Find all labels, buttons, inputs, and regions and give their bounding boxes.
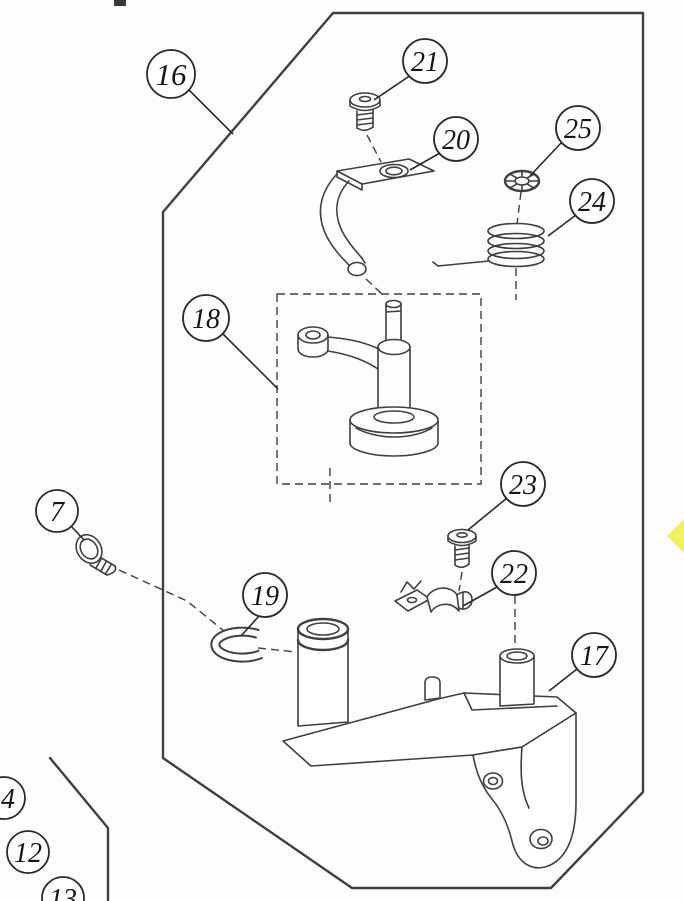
callout-12: 12: [6, 830, 50, 874]
callout-number: 16: [156, 57, 188, 92]
adjacent-group-outline: [48, 756, 110, 901]
callout-circle: [41, 876, 85, 901]
yellow-arrow-marker: [667, 519, 684, 553]
callout-number: 17: [580, 641, 609, 672]
callout-circle: [6, 830, 50, 874]
callout-number: 24: [578, 187, 606, 218]
print-artifact: [114, 0, 126, 6]
part-23-screw-illustration: [447, 528, 477, 592]
callout-number: 19: [251, 581, 279, 612]
part-20-bracket-illustration: [319, 158, 435, 298]
callout-circle: [0, 776, 26, 820]
group-16-boundary-outline: [161, 11, 645, 890]
callout-23: 23: [467, 461, 546, 531]
callout-number: 25: [564, 114, 592, 145]
callout-number: 23: [509, 470, 537, 501]
callout-circle: [402, 38, 448, 84]
callout-24: 24: [547, 178, 615, 237]
callout-circle: [146, 49, 196, 99]
callout-circle: [555, 105, 601, 151]
part-22-clamp-illustration: [394, 580, 516, 647]
callout-circle: [571, 632, 617, 678]
callout-circle: [569, 178, 615, 224]
callout-circle: [35, 489, 79, 533]
part-17-base-bracket-illustration: [282, 617, 577, 869]
callout-7: 7: [35, 489, 85, 541]
callout-16: 16: [146, 49, 234, 135]
callout-number: 13: [49, 884, 77, 901]
callout-13: 13: [41, 876, 85, 901]
callout-circle: [491, 550, 537, 596]
callout-circle: [500, 461, 546, 507]
callout-22: 22: [462, 550, 537, 607]
callout-number: 7: [50, 497, 65, 528]
callout-21: 21: [373, 38, 448, 101]
callout-circle: [433, 116, 479, 162]
part-18-crank-roller-illustration: [276, 293, 482, 506]
callout-circle: [182, 294, 230, 342]
callout-number: 12: [14, 838, 42, 869]
callout-19: 19: [240, 572, 288, 637]
callout-number: 20: [442, 125, 470, 156]
callout-18: 18: [182, 294, 279, 390]
part-25-lock-washer-illustration: [503, 169, 541, 225]
part-19-e-ring-illustration: [210, 626, 297, 663]
part-21-screw-illustration: [349, 92, 382, 163]
callout-number: 22: [500, 559, 528, 590]
callout-number: 18: [192, 304, 220, 335]
callout-4: 4: [0, 776, 26, 820]
callout-17: 17: [548, 632, 617, 692]
part-7-shoulder-screw-illustration: [75, 533, 225, 632]
callout-number: 4: [1, 784, 15, 815]
callout-circle: [242, 572, 288, 618]
part-24-spring-illustration: [432, 222, 545, 300]
callout-20: 20: [409, 116, 479, 171]
callout-number: 21: [411, 47, 439, 78]
callout-25: 25: [529, 105, 601, 177]
